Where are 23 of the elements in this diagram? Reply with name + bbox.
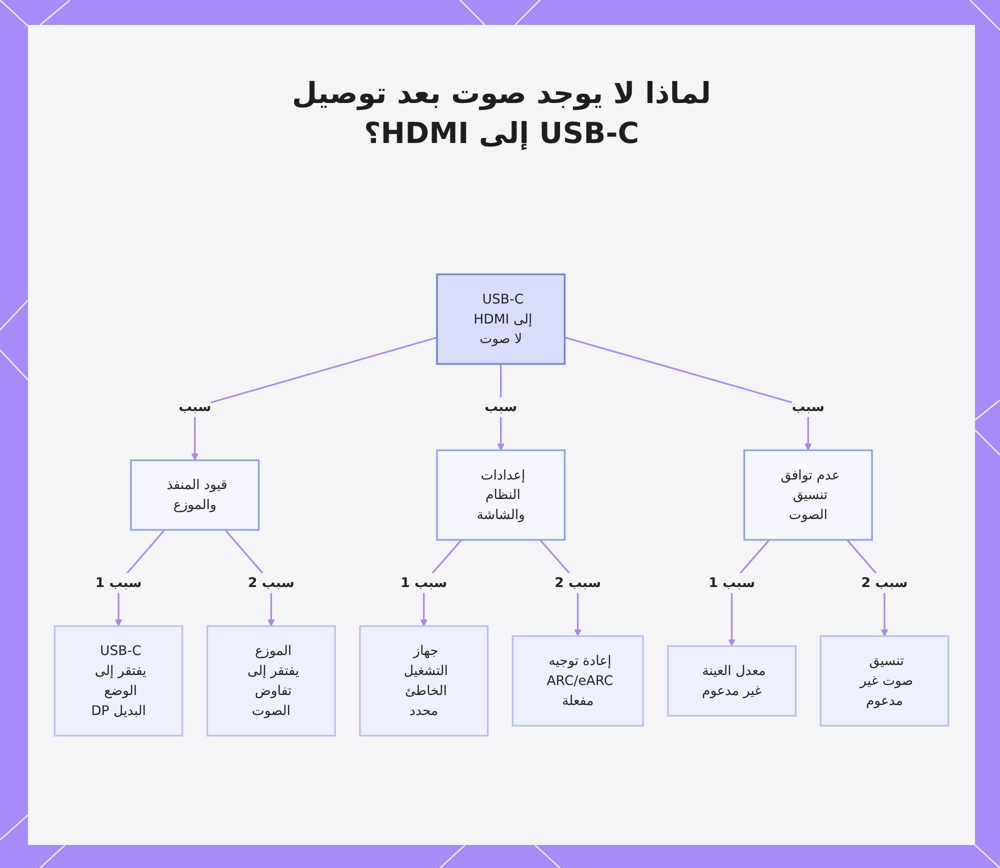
edge-label: سبب	[484, 398, 518, 415]
arrow	[191, 336, 438, 461]
edge-label: سبب	[792, 398, 824, 415]
edge-label: سبب 2	[554, 574, 602, 590]
edge-label: سبب 1	[400, 574, 448, 590]
edge-label: سبب 2	[861, 574, 908, 590]
node-box	[206, 625, 336, 736]
edge-label: سبب 2	[248, 574, 294, 590]
edge-label: سبب	[178, 398, 212, 415]
node-box	[436, 274, 566, 365]
edge-label: سبب 1	[95, 574, 142, 590]
node-box	[667, 645, 797, 717]
node-box	[436, 449, 566, 541]
node-box	[512, 635, 644, 727]
diagram-title: لماذا لا يوجد صوت بعد توصيل USB-C إلى HDMI؟	[290, 75, 712, 152]
node-box	[743, 449, 873, 541]
node-box	[130, 459, 260, 531]
edge-label: سبب 1	[708, 574, 756, 590]
arrow	[564, 336, 812, 451]
node-box	[820, 635, 950, 727]
node-box	[54, 625, 184, 736]
panel-background: لماذا لا يوجد صوت بعد توصيل USB-C إلى HDMI؟ سبب سبب سبب سبب 1 سبب 2 سبب 1 سبب 2 سبب 1 سبب 2 تنسيق صوت غير مدعوم معدل العينة غير مدعوم إعادة توجيه ARC/eARC مفعلة جهاز التشغيل الخاطئ محدد الموزع يفتقر إلى تفاوض الصوت USB-C يفتقر إلى الوضع البديل DP عدم توافق تنسيق الصوت إعدادات النظام والشاشة قيود المنفذ والموزع USB-C إلى HDMI لا صوت	[28, 25, 975, 845]
node-box	[359, 625, 489, 736]
